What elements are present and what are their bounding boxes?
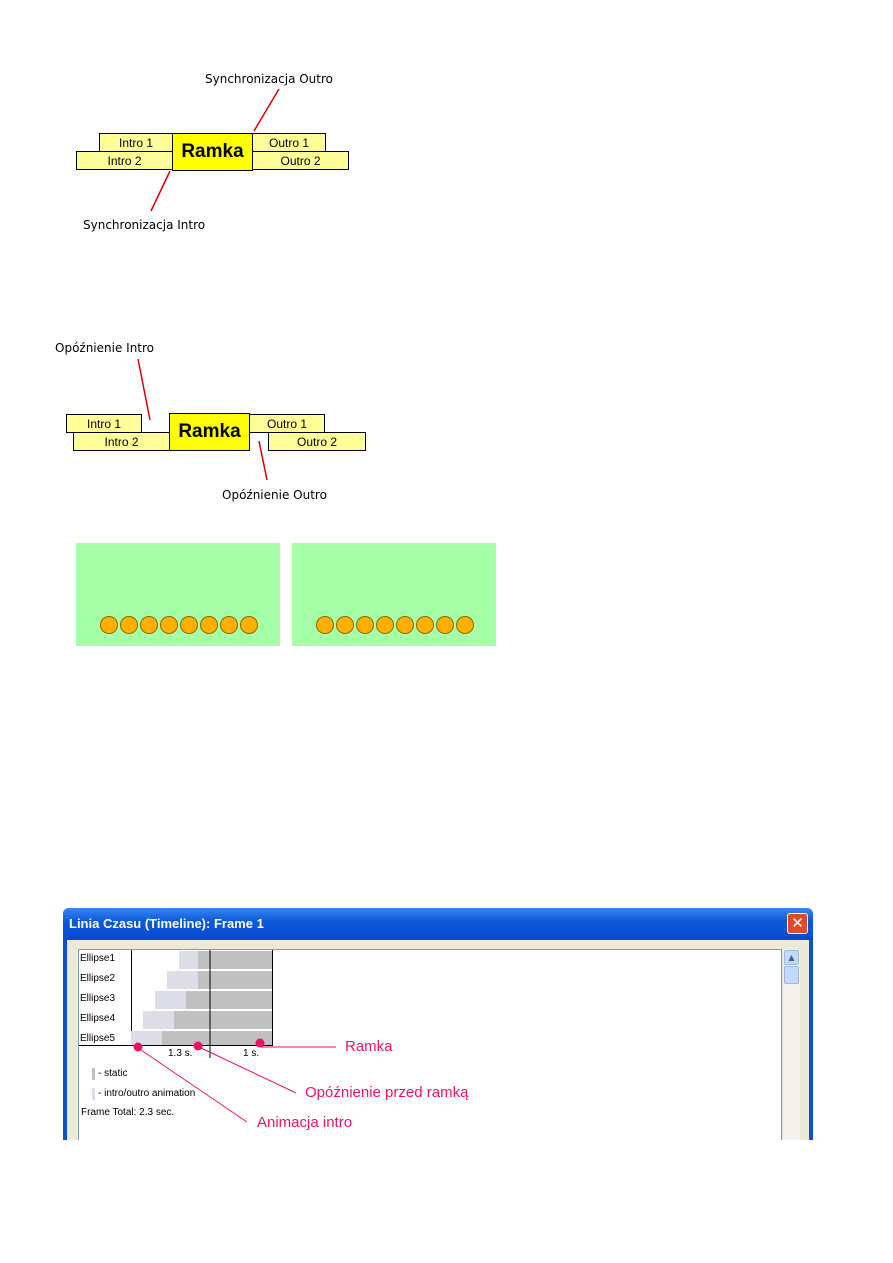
ellipse-dot — [316, 616, 334, 634]
names-divider — [79, 1045, 131, 1046]
vertical-scrollbar[interactable]: ▲ — [782, 949, 800, 1140]
intro2-box: Intro 2 — [73, 432, 170, 451]
outro1-box: Outro 1 — [249, 414, 325, 433]
frame-box: Ramka — [169, 413, 250, 451]
title-bar[interactable]: Linia Czasu (Timeline): Frame 1 ✕ — [63, 908, 813, 940]
preview-panel-left — [76, 543, 280, 646]
ellipse-dot — [356, 616, 374, 634]
preview-panel-right — [292, 543, 496, 646]
annotation-frame: Ramka — [345, 1038, 393, 1055]
track-name[interactable]: Ellipse5 — [80, 1033, 116, 1044]
ellipse-dot — [336, 616, 354, 634]
legend-static: - static — [98, 1068, 128, 1079]
window-title: Linia Czasu (Timeline): Frame 1 — [69, 916, 264, 931]
track-name[interactable]: Ellipse3 — [80, 993, 116, 1004]
intro-marker — [133, 1042, 143, 1052]
sync-intro-label: Synchronizacja Intro — [83, 218, 206, 232]
timeline-window: Linia Czasu (Timeline): Frame 1 ✕ Ellips… — [63, 908, 813, 1140]
pointer-lines — [137, 88, 280, 481]
timeline-tracks — [131, 950, 273, 1058]
ellipse-dot — [220, 616, 238, 634]
ellipse-dot — [396, 616, 414, 634]
ellipse-dot — [376, 616, 394, 634]
intro2-box: Intro 2 — [76, 151, 173, 170]
scroll-up-icon[interactable]: ▲ — [784, 950, 799, 965]
ellipse-dot — [120, 616, 138, 634]
sync-outro-label: Synchronizacja Outro — [205, 72, 333, 86]
track-name[interactable]: Ellipse1 — [80, 953, 116, 964]
annotation-delay: Opóźnienie przed ramką — [305, 1084, 469, 1101]
track-names: Ellipse1 Ellipse2 Ellipse3 Ellipse4 Elli… — [79, 950, 132, 1045]
delay-marker — [193, 1041, 203, 1051]
outro2-box: Outro 2 — [252, 151, 349, 170]
frame-total: Frame Total: 2.3 sec. — [81, 1107, 175, 1118]
ellipse-dot — [180, 616, 198, 634]
ellipse-dot — [436, 616, 454, 634]
ellipse-dot — [200, 616, 218, 634]
legend-anim-swatch — [92, 1088, 95, 1100]
track-name[interactable]: Ellipse2 — [80, 973, 116, 984]
outro2-box: Outro 2 — [268, 432, 366, 451]
ellipse-dot — [416, 616, 434, 634]
frame-marker — [255, 1038, 265, 1048]
scroll-thumb[interactable] — [784, 966, 799, 984]
ellipse-dot — [456, 616, 474, 634]
frame-box: Ramka — [172, 133, 253, 171]
close-icon[interactable]: ✕ — [787, 913, 808, 934]
delay-intro-label: Opóźnienie Intro — [55, 341, 155, 355]
ellipse-dot — [160, 616, 178, 634]
time-label-intro: 1.3 s. — [168, 1048, 193, 1059]
delay-outro-label: Opóźnienie Outro — [222, 488, 327, 502]
annotation-intro: Animacja intro — [257, 1114, 353, 1131]
track-name[interactable]: Ellipse4 — [80, 1013, 116, 1024]
ellipse-dot — [140, 616, 158, 634]
time-label-frame: 1 s. — [243, 1048, 260, 1059]
legend-static-swatch — [92, 1068, 95, 1080]
ellipse-dot — [240, 616, 258, 634]
ellipse-dot — [100, 616, 118, 634]
legend-anim: - intro/outro animation — [98, 1088, 196, 1099]
outro1-box: Outro 1 — [252, 133, 326, 152]
